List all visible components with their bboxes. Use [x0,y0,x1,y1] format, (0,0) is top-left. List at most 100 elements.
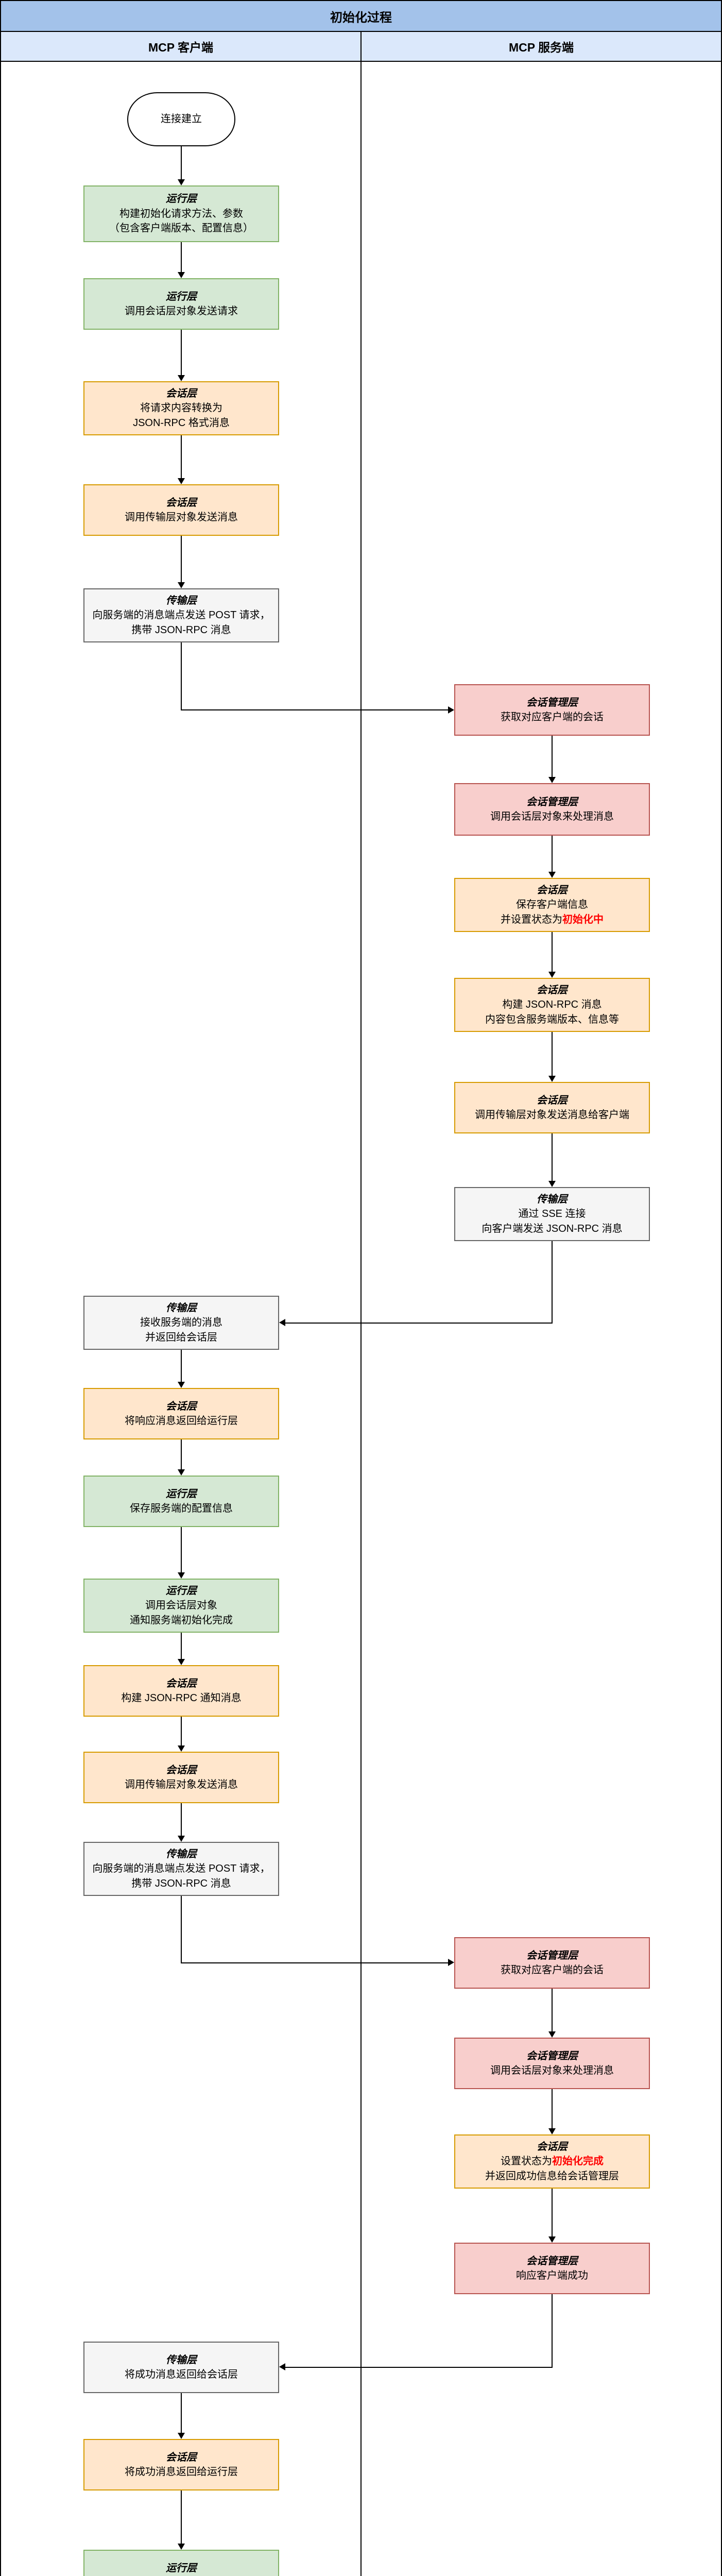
node-c10-session-build-notification: 会话层 构建 JSON-RPC 通知消息 [83,1665,279,1717]
node-line: 调用会话层对象来处理消息 [490,2065,614,2076]
connector-c5-to-s1 [181,642,182,710]
node-c3-session-convert-jsonrpc: 会话层 将请求内容转换为 JSON-RPC 格式消息 [83,381,279,435]
arrow-start-to-c1 [181,145,182,180]
node-line: 构建 JSON-RPC 消息 [502,999,602,1011]
node-s5-session-call-transport: 会话层 调用传输层对象发送消息给客户端 [454,1082,650,1133]
node-s7-session-mgr-get-session: 会话管理层 获取对应客户端的会话 [454,1937,650,1989]
node-c14-session-return-success: 会话层 将成功消息返回给运行层 [83,2439,279,2490]
arrowhead [548,1076,556,1082]
arrow-c13-to-c14 [181,2393,182,2433]
arrowhead [548,1181,556,1187]
node-title: 会话层 [537,884,568,896]
arrow-c3-to-c4 [181,435,182,479]
arrow-c9-to-c10 [181,1633,182,1659]
node-line: 并返回给会话层 [145,1331,217,1343]
arrow-c14-to-c15 [181,2490,182,2544]
arrow-c11-to-c12 [181,1803,182,1836]
node-line: 将成功消息返回给会话层 [125,2369,238,2380]
arrowhead [178,179,185,185]
connector-s6-to-c6 [552,1241,553,1324]
arrowhead [548,777,556,783]
arrowhead [548,972,556,978]
arrow-c4-to-c5 [181,536,182,583]
node-title: 会话管理层 [526,2050,578,2062]
node-line: 并设置状态为初始化中 [501,913,604,925]
node-title: 会话管理层 [526,796,578,808]
node-title: 会话层 [537,2141,568,2153]
node-c1-runtime-build-init-request: 运行层 构建初始化请求方法、参数 （包含客户端版本、配置信息） [83,185,279,242]
node-line: 调用传输层对象发送消息给客户端 [475,1109,629,1121]
connector-s6-to-c6 [285,1323,553,1324]
arrowhead [178,272,185,278]
arrowhead [448,706,454,714]
arrow-c8-to-c9 [181,1527,182,1573]
node-line: 内容包含服务端版本、信息等 [485,1013,619,1025]
arrowhead [178,375,185,381]
arrowhead [178,1836,185,1842]
node-title: 会话管理层 [526,1950,578,1961]
node-title: 运行层 [166,193,197,205]
node-s8-session-mgr-dispatch: 会话管理层 调用会话层对象来处理消息 [454,2038,650,2089]
connector-s10-to-c13 [285,2367,553,2368]
arrowhead [178,2433,185,2439]
node-line: 将响应消息返回给运行层 [125,1415,238,1427]
node-line: 调用会话层对象发送请求 [125,306,238,317]
node-label: 连接建立 [161,113,202,125]
arrow-s4-to-s5 [552,1032,553,1076]
node-c7-session-return-response: 会话层 将响应消息返回给运行层 [83,1388,279,1439]
node-line: 获取对应客户端的会话 [501,711,604,723]
arrowhead [279,1319,285,1326]
node-s4-session-build-jsonrpc: 会话层 构建 JSON-RPC 消息 内容包含服务端版本、信息等 [454,978,650,1032]
node-line: 接收服务端的消息 [140,1317,222,1329]
node-line: （包含客户端版本、配置信息） [109,223,253,234]
node-c4-session-call-transport: 会话层 调用传输层对象发送消息 [83,484,279,536]
node-c5-transport-post-request: 传输层 向服务端的消息端点发送 POST 请求，携带 JSON-RPC 消息 [83,588,279,642]
arrowhead [178,478,185,484]
node-title: 运行层 [166,1488,197,1500]
node-s9-session-set-initialized: 会话层 设置状态为初始化完成 并返回成功信息给会话管理层 [454,2134,650,2189]
node-title: 会话管理层 [526,697,578,708]
arrowhead [279,2363,285,2370]
connector-c12-to-s7 [181,1962,448,1963]
node-line: 调用会话层对象来处理消息 [490,811,614,822]
arrow-c2-to-c3 [181,330,182,376]
node-c9-runtime-notify-initialized: 运行层 调用会话层对象 通知服务端初始化完成 [83,1579,279,1633]
node-line: 调用传输层对象发送消息 [125,1779,238,1790]
node-line: 并返回成功信息给会话管理层 [485,2170,619,2182]
start-node-connection-established: 连接建立 [127,92,235,146]
lane-header-mcp-client: MCP 客户端 [1,32,360,62]
node-s3-session-save-client-info: 会话层 保存客户端信息 并设置状态为初始化中 [454,878,650,932]
node-line: 向客户端发送 JSON-RPC 消息 [482,1223,623,1234]
node-s2-session-mgr-dispatch: 会话管理层 调用会话层对象来处理消息 [454,783,650,836]
node-c12-transport-post-request: 传输层 向服务端的消息端点发送 POST 请求，携带 JSON-RPC 消息 [83,1842,279,1896]
arrowhead [178,2544,185,2550]
arrow-c7-to-c8 [181,1439,182,1470]
arrowhead [178,1469,185,1476]
node-c15-runtime-mark-initialized: 运行层 标记初始化完成 [83,2550,279,2576]
lane-header-mcp-server: MCP 服务端 [362,32,721,62]
node-line: 保存客户端信息 [516,899,588,911]
arrow-s2-to-s3 [552,836,553,872]
node-title: 会话层 [166,497,197,509]
arrowhead [548,2236,556,2243]
node-title: 会话层 [537,984,568,996]
node-line: 通过 SSE 连接 [518,1208,586,1220]
connector-c12-to-s7 [181,1896,182,1963]
node-title: 会话管理层 [526,2255,578,2267]
node-s10-session-mgr-respond-success: 会话管理层 响应客户端成功 [454,2243,650,2294]
node-title: 传输层 [166,1302,197,1314]
node-title: 运行层 [166,2562,197,2574]
connector-c5-to-s1 [181,709,448,710]
node-title: 会话层 [166,1677,197,1689]
node-line: 调用传输层对象发送消息 [125,512,238,523]
node-c8-runtime-save-server-config: 运行层 保存服务端的配置信息 [83,1476,279,1527]
arrowhead [178,1659,185,1665]
connector-s10-to-c13 [552,2294,553,2368]
arrowhead [178,582,185,588]
lane-divider [360,32,362,2576]
node-line: 向服务端的消息端点发送 POST 请求，携带 JSON-RPC 消息 [92,1863,270,1889]
arrow-s9-to-s10 [552,2189,553,2237]
node-line: 向服务端的消息端点发送 POST 请求，携带 JSON-RPC 消息 [92,609,270,636]
node-c11-session-call-transport: 会话层 调用传输层对象发送消息 [83,1752,279,1803]
node-line: 将成功消息返回给运行层 [125,2466,238,2478]
